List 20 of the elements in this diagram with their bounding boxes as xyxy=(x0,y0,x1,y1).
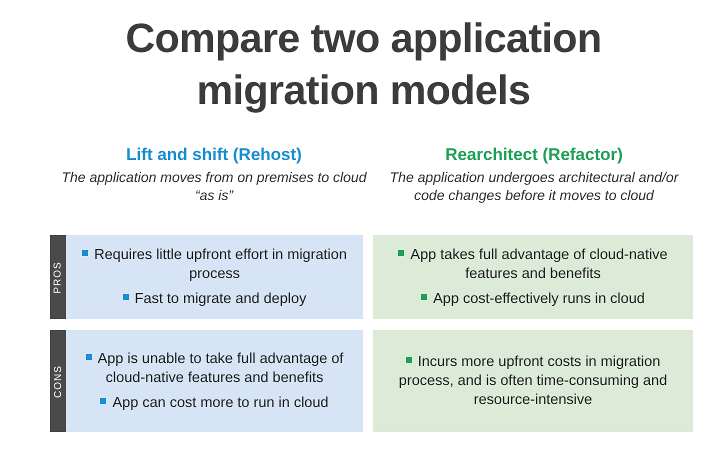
column-heading: Rearchitect (Refactor) xyxy=(444,145,624,165)
bullet-item: App is unable to take full advantage of cloud-native features and benefits xyxy=(80,350,349,388)
column-description: The application moves from on premises to cloud “as is” xyxy=(60,168,368,204)
row-label-bar xyxy=(50,330,66,432)
row-label: CONS xyxy=(52,364,64,398)
bullet-item: App takes full advantage of cloud-native features and benefits xyxy=(387,246,679,284)
comparison-cell xyxy=(373,330,693,432)
comparison-cell xyxy=(66,235,363,319)
bullet-item: App can cost more to run in cloud xyxy=(100,394,328,412)
title: Compare two application migration models xyxy=(124,14,602,115)
column-heading: Lift and shift (Rehost) xyxy=(125,145,303,165)
comparison-cell xyxy=(66,330,363,432)
bullet-item: Fast to migrate and deploy xyxy=(122,290,306,308)
column-description: The application undergoes architectural and/or code changes before it moves to cloud xyxy=(388,168,680,204)
bullet-item: Requires little upfront effort in migration process xyxy=(80,246,349,284)
bullet-item: App cost-effectively runs in cloud xyxy=(421,290,645,308)
row-label-bar xyxy=(50,235,66,319)
row-label: PROS xyxy=(52,260,64,294)
bullet-item: Incurs more upfront costs in migration process, and is often time-consuming and resource-intensive xyxy=(387,352,679,410)
comparison-cell xyxy=(373,235,693,319)
